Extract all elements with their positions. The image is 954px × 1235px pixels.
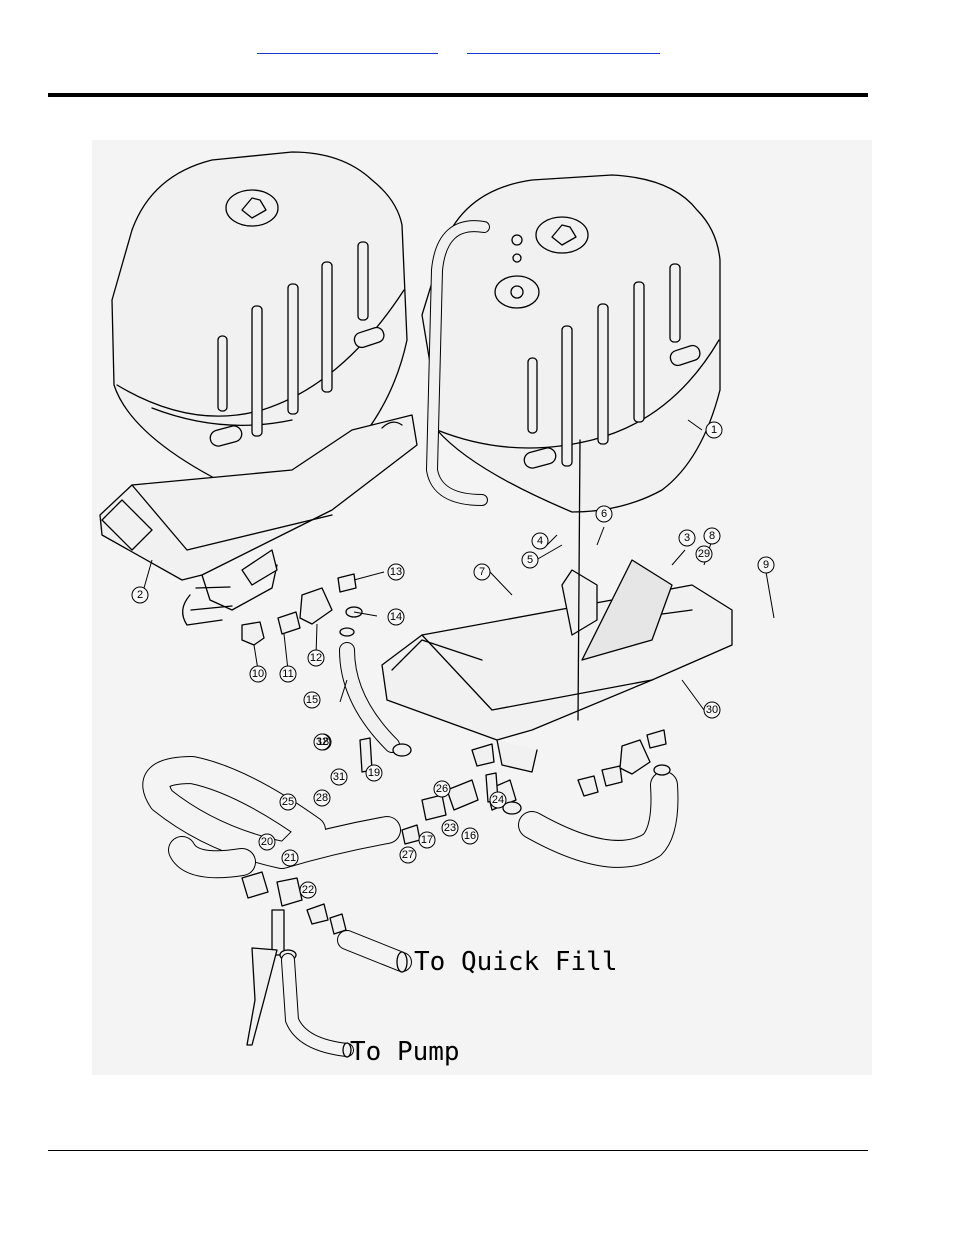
callout-9: 9 xyxy=(763,559,769,571)
callout-15: 15 xyxy=(306,694,318,706)
callout-17: 17 xyxy=(421,834,433,846)
footer-rule xyxy=(48,1150,868,1151)
right-frame xyxy=(382,585,732,740)
parts-diagram: 1 2 3 4 5 6 7 8 9 10 11 12 13 14 15 16 1… xyxy=(92,140,872,1075)
callout-8: 8 xyxy=(709,530,715,542)
callout-2: 2 xyxy=(137,589,143,601)
callout-6: 6 xyxy=(601,508,607,520)
callout-5: 5 xyxy=(527,554,533,566)
callout-30: 30 xyxy=(706,704,718,716)
callout-23: 23 xyxy=(444,822,456,834)
callout-14: 14 xyxy=(390,611,402,623)
callout-29: 29 xyxy=(698,548,710,560)
callout-28: 28 xyxy=(316,792,328,804)
parts-diagram-drawing: 1 2 3 4 5 6 7 8 9 10 11 12 13 14 15 16 1… xyxy=(92,140,872,1075)
callout-22: 22 xyxy=(302,884,314,896)
label-to-pump: To Pump xyxy=(350,1037,460,1067)
callout-24: 24 xyxy=(492,794,504,806)
callout-19: 19 xyxy=(368,767,380,779)
callout-13: 13 xyxy=(390,566,402,578)
callout-31: 31 xyxy=(333,771,345,783)
callout-1: 1 xyxy=(711,424,717,436)
callout-12: 12 xyxy=(310,652,322,664)
callout-11: 11 xyxy=(282,668,293,680)
callout-16: 16 xyxy=(464,830,476,842)
callout-4: 4 xyxy=(537,535,543,547)
callout-27: 27 xyxy=(402,849,414,861)
callout-3: 3 xyxy=(684,532,690,544)
header-links xyxy=(0,38,954,58)
callout-26: 26 xyxy=(436,783,448,795)
callout-32: 32 xyxy=(316,736,328,748)
callout-25: 25 xyxy=(282,796,294,808)
header-link-1[interactable] xyxy=(257,38,438,54)
callout-21: 21 xyxy=(284,852,296,864)
label-to-quick-fill: To Quick Fill xyxy=(414,947,618,977)
callout-7: 7 xyxy=(479,566,485,578)
header-link-2[interactable] xyxy=(467,38,660,54)
header-rule xyxy=(48,93,868,97)
callout-20: 20 xyxy=(261,836,273,848)
callout-10: 10 xyxy=(252,668,264,680)
